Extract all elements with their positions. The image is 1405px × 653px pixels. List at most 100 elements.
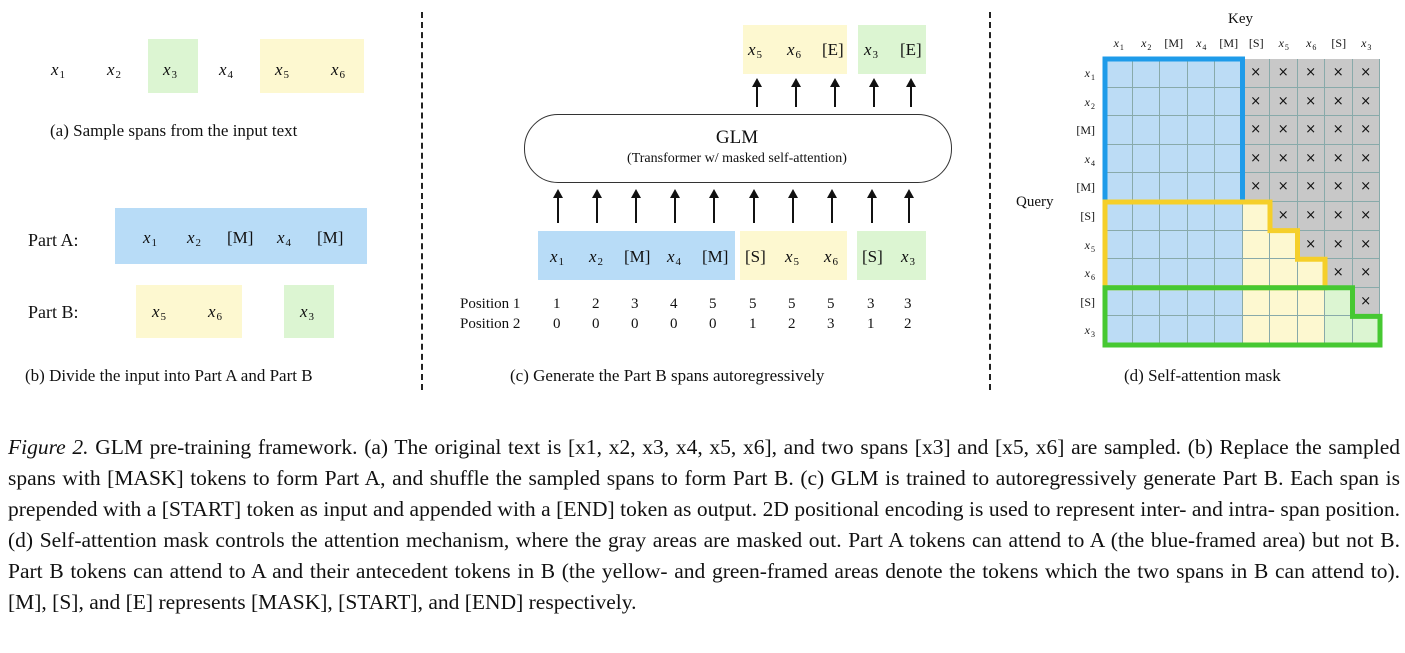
mask-cell: × [1325, 144, 1353, 174]
arrow-up-out-5 [906, 78, 916, 107]
input-part-a-box [538, 231, 735, 280]
panel-d-caption: (d) Self-attention mask [1124, 366, 1281, 385]
key-label: Key [1228, 11, 1253, 27]
mask-cell: × [1352, 116, 1380, 145]
mask-cell [1215, 287, 1243, 317]
query-row-label: [M] [1076, 180, 1095, 195]
input-m1: [M] [624, 247, 651, 266]
output-x3: x3 [864, 40, 879, 61]
mask-cell: × [1325, 87, 1353, 117]
query-row-label: x2 [1084, 94, 1095, 111]
mask-cell [1160, 202, 1188, 231]
mask-cell: × [1297, 144, 1325, 174]
output-span-yellow [743, 25, 847, 74]
arrow-up-out-2 [791, 78, 801, 107]
mask-cell: × [1325, 202, 1353, 231]
key-header: [M] [1164, 36, 1184, 50]
output-x5: x5 [748, 40, 763, 61]
part-b-token-x3: x3 [300, 302, 315, 323]
mask-cell: × [1352, 144, 1380, 174]
token-x3: x3 [163, 60, 178, 81]
mask-cell [1187, 287, 1215, 317]
span-x3-highlight [148, 39, 198, 93]
key-header: x2 [1141, 36, 1152, 52]
mask-cell [1215, 173, 1243, 202]
divider-right [989, 12, 991, 390]
mask-cell [1297, 287, 1325, 317]
mask-cell [1187, 173, 1215, 202]
position1-value: 3 [904, 296, 912, 312]
mask-cell: × [1325, 59, 1353, 88]
mask-cell [1187, 59, 1215, 88]
mask-cell: × [1242, 87, 1270, 117]
mask-cell [1187, 87, 1215, 117]
position2-value: 1 [867, 316, 875, 332]
mask-cell [1105, 144, 1133, 174]
query-row-label: [S] [1080, 209, 1095, 223]
arrow-up-in-7 [788, 189, 798, 223]
figure-label: Figure 2. [8, 435, 89, 459]
output-e1: [E] [822, 40, 844, 59]
glm-subtitle: (Transformer w/ masked self-attention) [627, 151, 847, 166]
mask-cell [1105, 202, 1133, 231]
mask-cell: × [1325, 259, 1353, 288]
mask-cell: × [1242, 173, 1270, 202]
mask-cell: × [1297, 230, 1325, 260]
mask-cell [1215, 259, 1243, 288]
token-x4: x4 [219, 60, 234, 81]
arrow-up-in-5 [709, 189, 719, 223]
mask-cell: × [1242, 144, 1270, 174]
mask-cell [1187, 116, 1215, 145]
mask-cell: × [1352, 259, 1380, 288]
key-header: x5 [1278, 36, 1289, 52]
mask-cell [1132, 116, 1160, 145]
mask-cell [1352, 316, 1380, 345]
part-a-token-x1: x1 [143, 228, 158, 249]
query-row-label: x6 [1084, 266, 1095, 283]
mask-cell [1215, 59, 1243, 88]
part-a-token-x2: x2 [187, 228, 202, 249]
mask-cell [1160, 259, 1188, 288]
part-a-token-m2: [M] [317, 228, 344, 247]
part-b-span-x3 [284, 285, 334, 338]
arrow-up-in-3 [631, 189, 641, 223]
output-x6: x6 [787, 40, 802, 61]
mask-cell: × [1352, 287, 1380, 317]
mask-cell [1132, 59, 1160, 88]
mask-cell [1215, 116, 1243, 145]
mask-cell [1187, 202, 1215, 231]
mask-cell: × [1325, 173, 1353, 202]
position1-value: 3 [631, 296, 639, 312]
mask-cell: × [1297, 116, 1325, 145]
key-header: x3 [1361, 36, 1372, 52]
token-x6: x6 [331, 60, 346, 81]
mask-cell: × [1352, 202, 1380, 231]
position2-value: 0 [670, 316, 678, 332]
arrow-up-out-4 [869, 78, 879, 107]
key-header: [M] [1219, 36, 1239, 50]
input-s2: [S] [862, 247, 883, 266]
token-x1: x1 [51, 60, 66, 81]
position1-value: 5 [827, 296, 835, 312]
part-a-token-m1: [M] [227, 228, 254, 247]
position1-value: 5 [709, 296, 717, 312]
position2-value: 0 [631, 316, 639, 332]
arrow-up-in-6 [749, 189, 759, 223]
mask-cell [1160, 87, 1188, 117]
mask-cell: × [1270, 144, 1298, 174]
arrow-up-in-4 [670, 189, 680, 223]
mask-cell [1270, 259, 1298, 288]
mask-cell: × [1270, 202, 1298, 231]
input-span-yellow [740, 231, 847, 280]
mask-cell [1270, 316, 1298, 345]
mask-cell: × [1325, 230, 1353, 260]
part-b-span-x5-x6 [136, 285, 242, 338]
arrow-up-in-2 [592, 189, 602, 223]
arrow-up-out-1 [752, 78, 762, 107]
position2-value: 0 [709, 316, 717, 332]
input-span-green [857, 231, 926, 280]
query-row-label: x5 [1084, 237, 1095, 254]
position2-value: 2 [904, 316, 912, 332]
part-b-token-x6: x6 [208, 302, 223, 323]
mask-cell [1160, 173, 1188, 202]
